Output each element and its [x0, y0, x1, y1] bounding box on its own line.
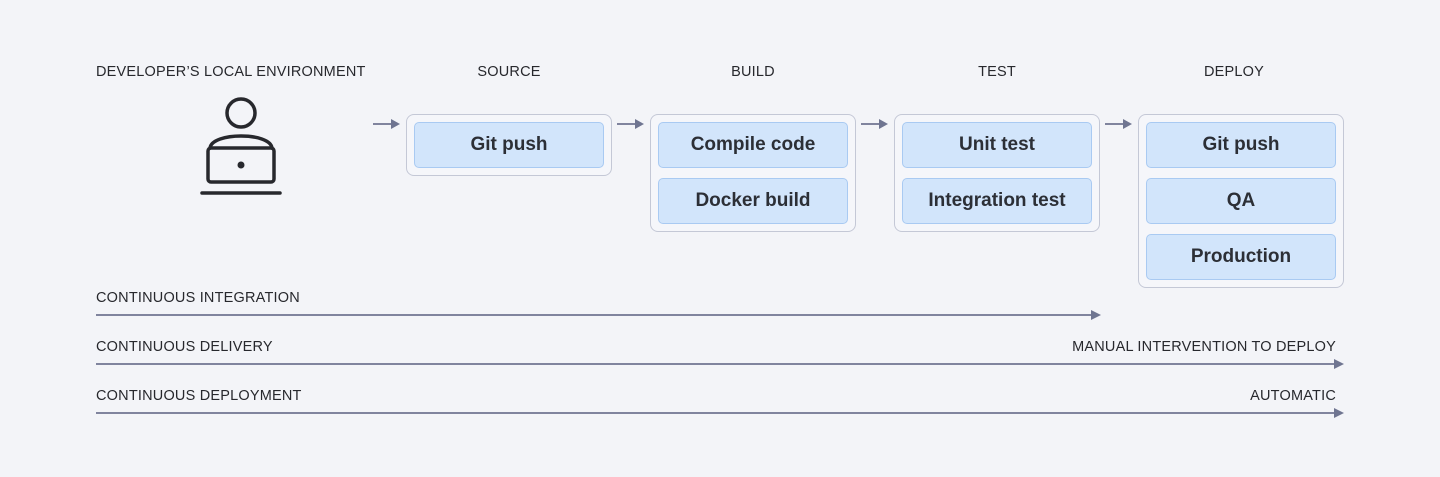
- continuous-integration-label: CONTINUOUS INTEGRATION: [96, 290, 300, 306]
- build-column-title: BUILD: [731, 64, 775, 80]
- source-stage: Git push: [406, 114, 612, 176]
- arrow-right-icon: [373, 119, 400, 129]
- deploy-task-production: Production: [1146, 234, 1336, 280]
- source-task-git-push: Git push: [414, 122, 604, 168]
- source-column-title: SOURCE: [477, 64, 541, 80]
- build-stage: Compile code Docker build: [650, 114, 856, 232]
- continuous-deployment-line: [96, 408, 1344, 418]
- arrow-right-icon: [1105, 119, 1132, 129]
- manual-intervention-note: MANUAL INTERVENTION TO DEPLOY: [1072, 339, 1336, 355]
- automatic-note: AUTOMATIC: [1250, 388, 1336, 404]
- continuous-integration-line: [96, 310, 1101, 320]
- continuous-delivery-label: CONTINUOUS DELIVERY: [96, 339, 273, 355]
- test-stage: Unit test Integration test: [894, 114, 1100, 232]
- test-column-title: TEST: [978, 64, 1016, 80]
- continuous-delivery-line: [96, 359, 1344, 369]
- test-task-unit-test: Unit test: [902, 122, 1092, 168]
- build-task-docker-build: Docker build: [658, 178, 848, 224]
- continuous-deployment-label: CONTINUOUS DEPLOYMENT: [96, 388, 302, 404]
- deploy-task-qa: QA: [1146, 178, 1336, 224]
- developer-laptop-icon: [200, 97, 282, 195]
- deploy-task-git-push: Git push: [1146, 122, 1336, 168]
- test-task-integration-test: Integration test: [902, 178, 1092, 224]
- deploy-stage: Git push QA Production: [1138, 114, 1344, 288]
- developer-column-title: DEVELOPER’S LOCAL ENVIRONMENT: [96, 64, 366, 80]
- arrow-right-icon: [861, 119, 888, 129]
- deploy-column-title: DEPLOY: [1203, 64, 1265, 80]
- build-task-compile-code: Compile code: [658, 122, 848, 168]
- arrow-right-icon: [617, 119, 644, 129]
